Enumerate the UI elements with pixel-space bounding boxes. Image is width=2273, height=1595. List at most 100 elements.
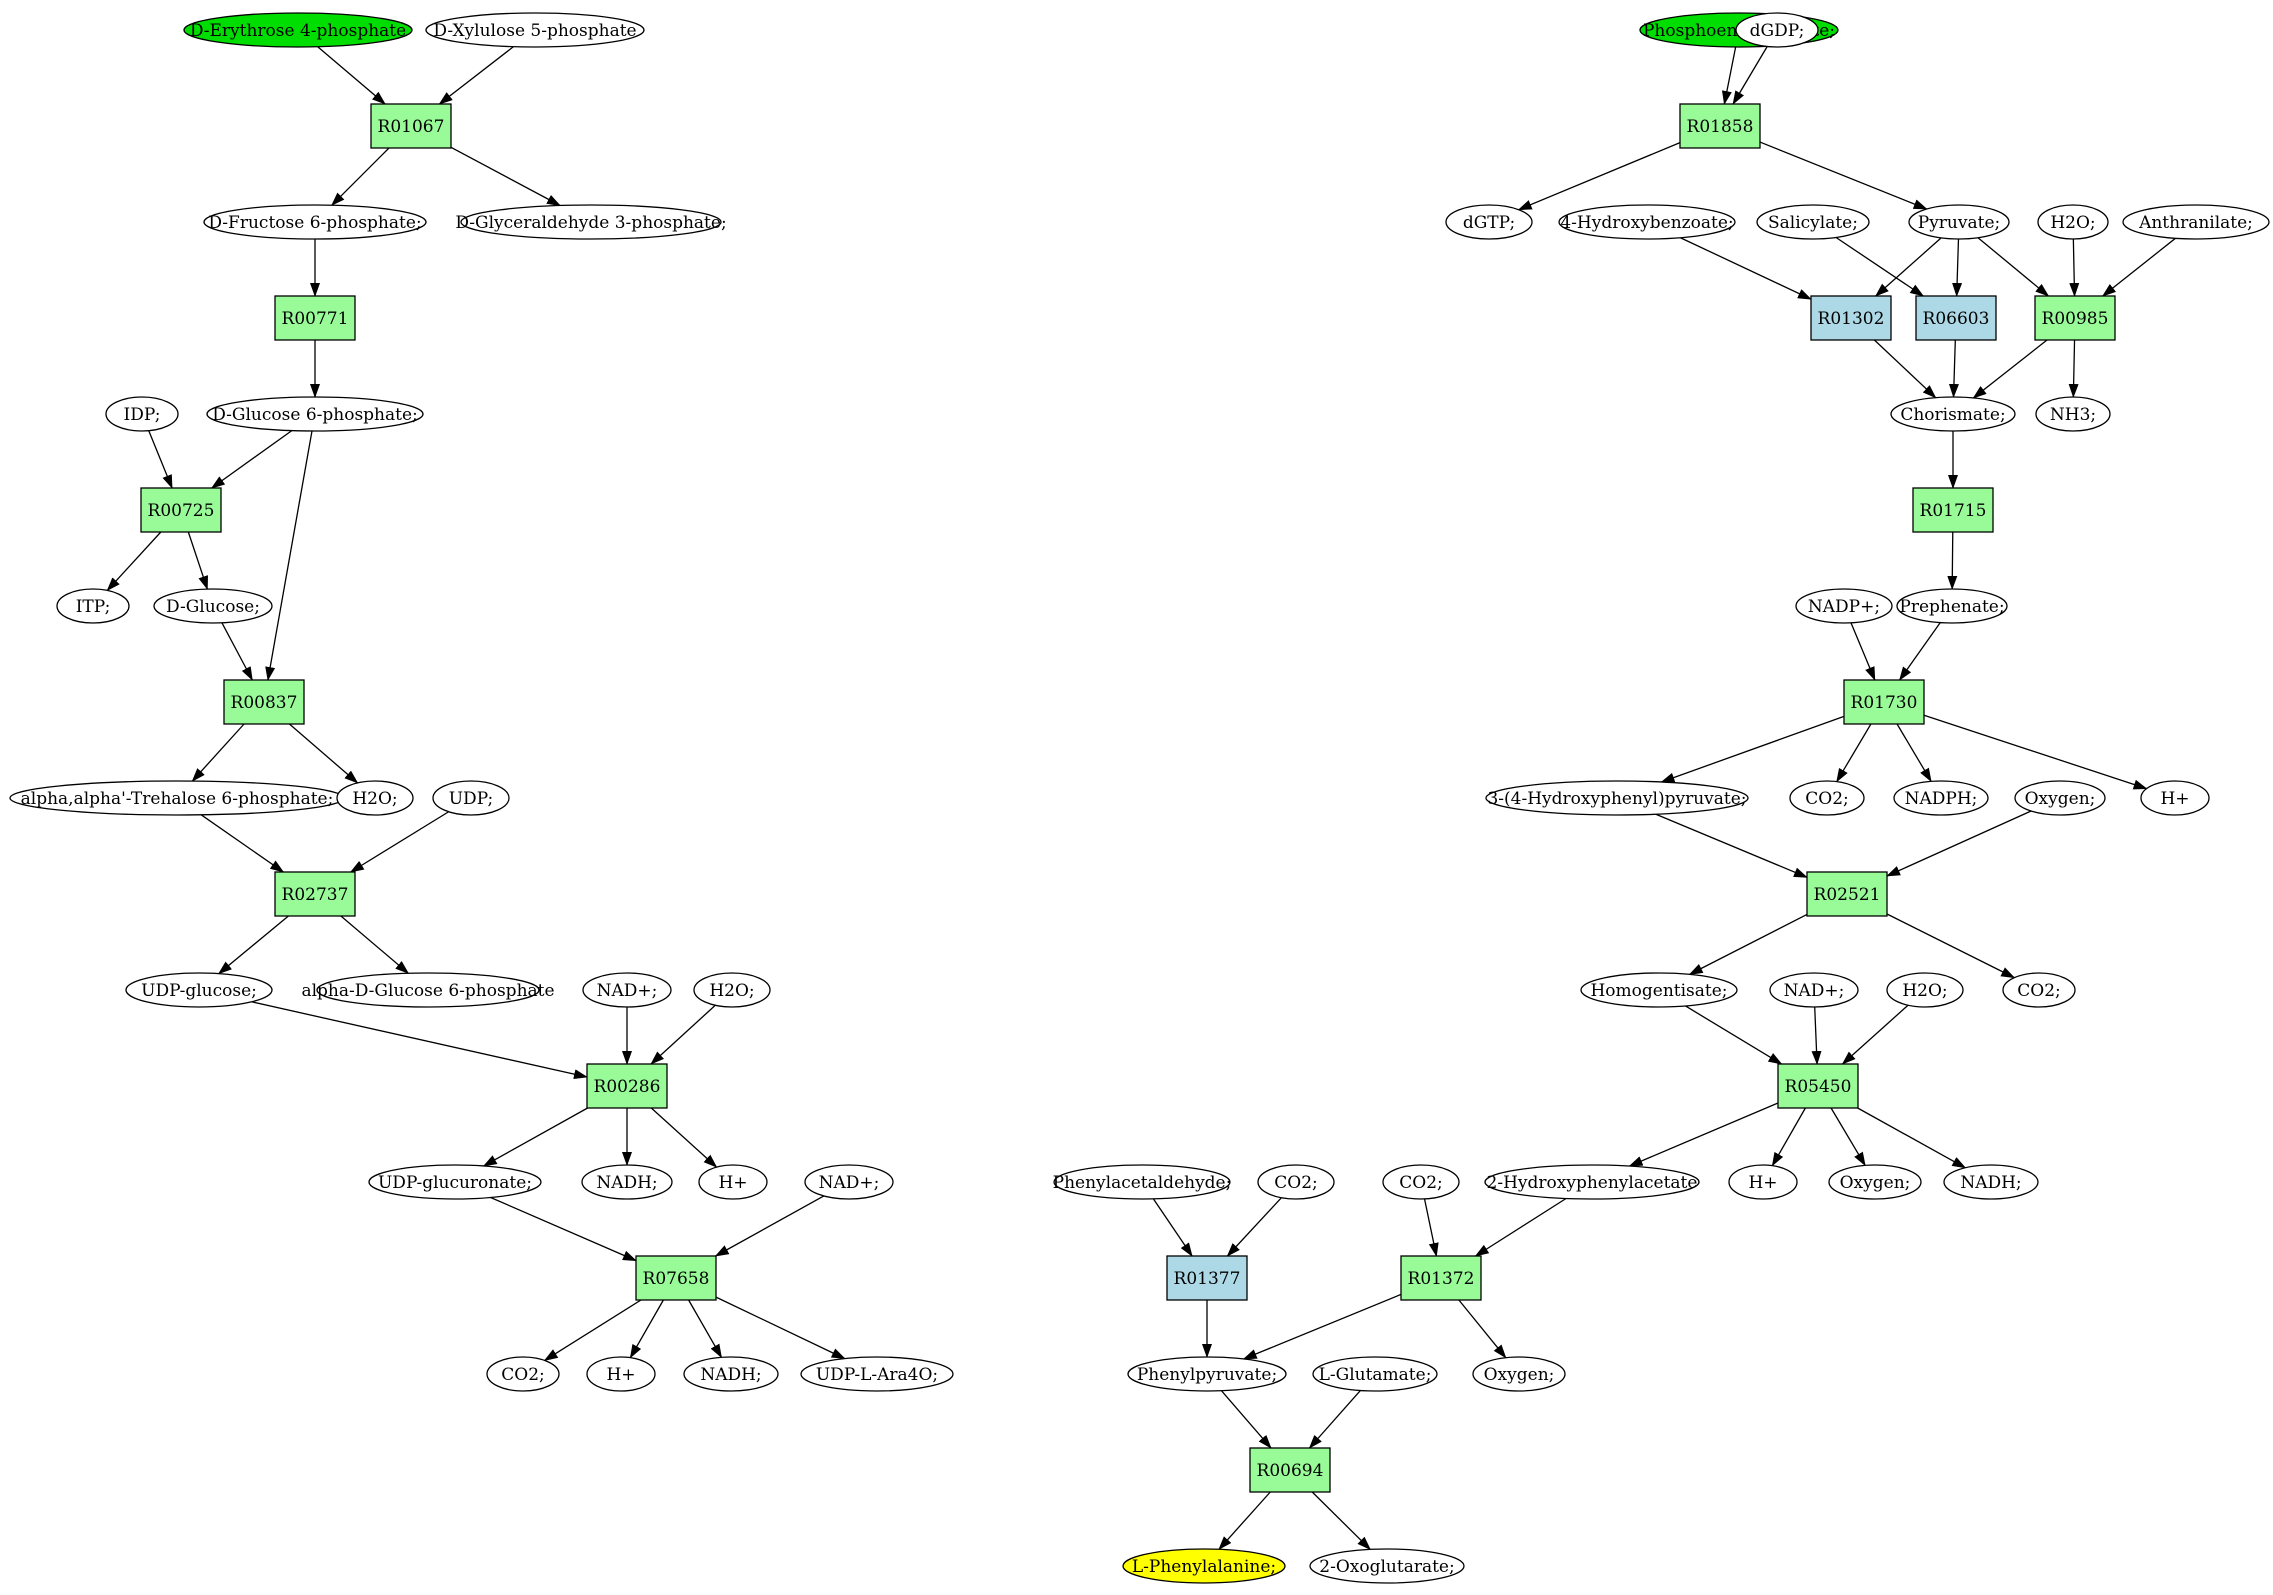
- node-label: D-Erythrose 4-phosphate: [190, 21, 406, 41]
- edge-s6-n17: [1923, 714, 2148, 790]
- compound-node-n17: H+: [2140, 780, 2210, 816]
- compound-ellipse: [1445, 204, 1533, 240]
- edge-s6-n15: [1896, 723, 1932, 783]
- reaction-box: [1915, 295, 1997, 341]
- node-label: H2O;: [352, 789, 397, 809]
- compound-node-n25: 2-Hydroxyphenylacetate: [1484, 1164, 1700, 1200]
- node-label: Oxygen;: [1484, 1365, 1555, 1385]
- compound-ellipse: [2122, 204, 2270, 240]
- reaction-node-s10: R01372: [1400, 1255, 1482, 1301]
- compound-ellipse: [804, 1164, 894, 1200]
- compound-ellipse: [1789, 780, 1865, 816]
- node-label: Phenylpyruvate;: [1137, 1365, 1277, 1385]
- node-label: Salicylate;: [1768, 213, 1858, 233]
- compound-node-n31: Oxygen;: [1472, 1356, 1566, 1392]
- reaction-node-r1: R01067: [370, 103, 452, 149]
- compound-node-n10: NH3;: [2035, 396, 2111, 432]
- node-label: R00725: [148, 501, 215, 521]
- edge-n13-s7: [1655, 813, 1808, 878]
- compound-ellipse: [203, 204, 427, 240]
- compound-ellipse: [105, 396, 179, 432]
- compound-ellipse: [1886, 972, 1964, 1008]
- node-label: CO2;: [501, 1365, 545, 1385]
- edge-s11-n33: [1311, 1491, 1371, 1551]
- edge-n23-s9: [1226, 1197, 1282, 1257]
- compound-node-n4: 4-Hydroxybenzoate;: [1558, 204, 1736, 240]
- edge-r1-m4: [450, 146, 561, 207]
- compound-ellipse: [1053, 1164, 1231, 1200]
- compound-node-n20: H2O;: [1886, 972, 1964, 1008]
- node-label: H2O;: [1902, 981, 1947, 1001]
- node-label: dGDP;: [1750, 21, 1805, 41]
- node-label: D-Glucose;: [166, 597, 260, 617]
- edge-n11-s6: [1850, 622, 1876, 681]
- edge-n18-s8: [1685, 1005, 1783, 1065]
- compound-node-m17: NADH;: [581, 1164, 673, 1200]
- edge-m5-r3: [148, 430, 173, 489]
- compound-node-n11: NADP+;: [1795, 588, 1893, 624]
- edge-r6-m16: [482, 1107, 588, 1167]
- node-label: NH3;: [2050, 405, 2096, 425]
- compound-ellipse: [1756, 204, 1870, 240]
- node-label: Pyruvate;: [1918, 213, 2000, 233]
- edge-s8-n28: [1857, 1107, 1967, 1169]
- edge-s4-n10: [2068, 339, 2079, 399]
- compound-ellipse: [1257, 1164, 1335, 1200]
- node-label: R01858: [1687, 117, 1754, 137]
- edge-s8-n27: [1830, 1107, 1866, 1167]
- compound-ellipse: [800, 1356, 954, 1392]
- node-label: R01302: [1818, 309, 1885, 329]
- compound-node-m1: D-Erythrose 4-phosphate: [183, 12, 413, 48]
- reaction-node-r7: R07658: [635, 1255, 717, 1301]
- node-label: R01715: [1920, 501, 1987, 521]
- node-label: 4-Hydroxybenzoate;: [1560, 213, 1733, 233]
- compound-ellipse: [432, 780, 510, 816]
- reaction-box: [274, 871, 356, 917]
- node-label: R01730: [1851, 693, 1918, 713]
- edge-n4-s2: [1680, 237, 1812, 300]
- compound-ellipse: [2140, 780, 2210, 816]
- compound-ellipse: [316, 972, 540, 1008]
- edge-r4-m9: [191, 723, 245, 782]
- node-label: R02737: [282, 885, 349, 905]
- compound-node-m23: UDP-L-Ara4O;: [800, 1356, 954, 1392]
- reaction-node-s5: R01715: [1912, 487, 1994, 533]
- compound-ellipse: [1558, 204, 1736, 240]
- node-label: Anthranilate;: [2138, 213, 2253, 233]
- node-label: alpha,alpha'-Trehalose 6-phosphate;: [21, 789, 334, 809]
- compound-node-n13: 3-(4-Hydroxyphenyl)pyruvate;: [1485, 780, 1749, 816]
- compound-ellipse: [1472, 1356, 1566, 1392]
- edge-m6-r3: [210, 430, 293, 489]
- compound-ellipse: [336, 780, 414, 816]
- compound-node-n26: H+: [1728, 1164, 1798, 1200]
- compound-node-m4: D-Glyceraldehyde 3-phosphate;: [455, 204, 727, 240]
- compound-node-n9: Chorismate;: [1890, 396, 2016, 432]
- reaction-node-s1: R01858: [1679, 103, 1761, 149]
- edge-layer: [106, 46, 2176, 1551]
- edge-n1-s1: [1721, 46, 1737, 105]
- edge-r5-m12: [218, 915, 289, 975]
- compound-node-n29: Phenylpyruvate;: [1127, 1356, 1287, 1392]
- node-label: D-Glucose 6-phosphate;: [212, 405, 418, 425]
- compound-node-n22: Phenylacetaldehyde;: [1053, 1164, 1231, 1200]
- edge-n2-s1: [1732, 46, 1768, 105]
- reaction-node-s3: R06603: [1915, 295, 1997, 341]
- edge-m6-r4: [265, 430, 313, 681]
- edge-r3-m7: [106, 531, 162, 592]
- compound-node-m18: H+: [698, 1164, 768, 1200]
- reaction-box: [274, 295, 356, 341]
- compound-node-n28: NADH;: [1943, 1164, 2039, 1200]
- node-label: CO2;: [2017, 981, 2061, 1001]
- node-label: H+: [2160, 789, 2189, 809]
- edge-s8-n26: [1771, 1107, 1806, 1167]
- reaction-node-s9: R01377: [1166, 1255, 1248, 1301]
- compound-node-m22: NADH;: [683, 1356, 779, 1392]
- node-label: R01067: [378, 117, 445, 137]
- compound-ellipse: [183, 12, 413, 48]
- edge-n19-s8: [1811, 1006, 1822, 1065]
- compound-ellipse: [1795, 588, 1893, 624]
- node-label: CO2;: [1274, 1173, 1318, 1193]
- node-label: CO2;: [1805, 789, 1849, 809]
